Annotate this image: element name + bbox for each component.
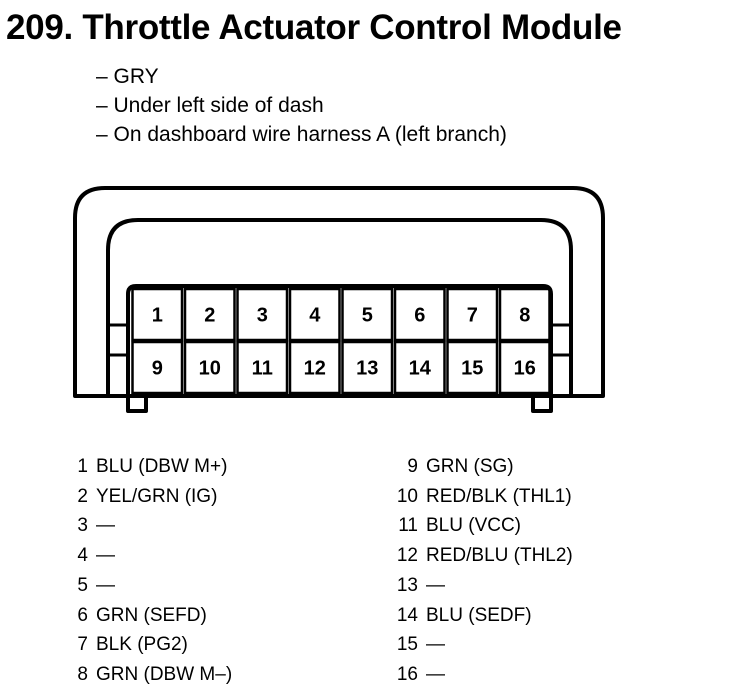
pin-cavity-15 bbox=[446, 340, 499, 395]
pin-cavity-1 bbox=[131, 287, 184, 342]
pin-cavity-6 bbox=[393, 287, 446, 342]
pin-wire-description: — bbox=[96, 515, 115, 537]
pin-cavity-label: 16 bbox=[514, 358, 536, 380]
pin-cavity-3 bbox=[236, 287, 289, 342]
pin-wire-description: RED/BLU (THL2) bbox=[426, 545, 573, 567]
pin-wire-description: RED/BLK (THL1) bbox=[426, 485, 572, 507]
pin-cavity-label: 5 bbox=[362, 305, 373, 327]
pin-row: 3— bbox=[50, 511, 232, 541]
module-title: 209. Throttle Actuator Control Module bbox=[6, 8, 622, 47]
pin-row: 7 BLK (PG2) bbox=[50, 630, 232, 660]
pin-number: 3 bbox=[77, 515, 88, 537]
pin-cavity-8 bbox=[498, 287, 551, 342]
pin-cavity-label: 15 bbox=[461, 358, 483, 380]
pin-row: 6 GRN (SEFD) bbox=[50, 601, 232, 631]
pin-number: 7 bbox=[77, 634, 88, 656]
pin-row: 8 GRN (DBW M–) bbox=[50, 660, 232, 690]
pin-row: 14 BLU (SEDF) bbox=[370, 601, 573, 631]
pin-cavity-9 bbox=[131, 340, 184, 395]
connector-housing bbox=[73, 186, 605, 413]
pin-cavity-7 bbox=[446, 287, 499, 342]
pin-row: 16 — bbox=[370, 660, 573, 690]
pin-cavity-label: 2 bbox=[204, 305, 215, 327]
note-harness: – On dashboard wire harness A (left bran… bbox=[96, 123, 507, 146]
pin-number: 9 bbox=[407, 456, 418, 477]
pin-row: 11 BLU (VCC) bbox=[370, 511, 573, 541]
pin-cavity-13 bbox=[341, 340, 394, 395]
pin-row: 15 — bbox=[370, 630, 573, 660]
pin-wire-description: — bbox=[426, 634, 445, 656]
pin-cavity-label: 8 bbox=[519, 305, 530, 327]
pin-wire-description: BLU (SEDF) bbox=[426, 604, 532, 626]
pin-wire-description: GRN (DBW M–) bbox=[96, 663, 233, 685]
pin-wire-description: — bbox=[426, 663, 445, 685]
pin-number: 5 bbox=[77, 574, 88, 596]
pin-row: 9 GRN (SG) bbox=[370, 452, 573, 482]
pin-cavity-label: 14 bbox=[409, 358, 432, 380]
pin-cavity-label: 13 bbox=[356, 358, 378, 380]
pin-wire-description: — bbox=[426, 574, 445, 596]
pin-cavity-2 bbox=[183, 287, 236, 342]
pin-wire-description: BLK (PG2) bbox=[96, 634, 188, 656]
pin-number: 4 bbox=[77, 545, 88, 567]
pin-row: 2 YEL/GRN (IG) bbox=[50, 482, 232, 512]
pin-number: 8 bbox=[77, 663, 88, 685]
pin-number: 12 bbox=[396, 545, 418, 567]
pin-row: 12 RED/BLU (THL2) bbox=[370, 541, 573, 571]
pin-row: 4— bbox=[50, 541, 232, 571]
pin-cavity-12 bbox=[288, 340, 341, 395]
pin-number: 1 bbox=[77, 456, 88, 477]
pin-number: 6 bbox=[77, 604, 88, 626]
pin-wire-description: GRN (SG) bbox=[426, 456, 514, 477]
pin-wire-description: GRN (SEFD) bbox=[96, 604, 207, 626]
pin-number: 10 bbox=[396, 485, 418, 507]
pin-cavity-label: 12 bbox=[304, 358, 326, 380]
pin-number: 2 bbox=[77, 485, 88, 507]
module-notes: – GRY – Under left side of dash – On das… bbox=[96, 62, 507, 149]
pin-row: 10 RED/BLK (THL1) bbox=[370, 482, 573, 512]
pin-number: 11 bbox=[398, 515, 418, 537]
pin-row: 1 BLU (DBW M+) bbox=[50, 452, 232, 482]
pin-number: 13 bbox=[396, 574, 418, 596]
pin-cavity-label: 1 bbox=[152, 305, 163, 327]
pin-number: 15 bbox=[396, 634, 418, 656]
pin-cavity-10 bbox=[183, 340, 236, 395]
pin-number: 14 bbox=[396, 604, 418, 626]
pin-wire-description: BLU (DBW M+) bbox=[96, 456, 228, 477]
pin-cavity-label: 4 bbox=[309, 305, 321, 327]
pin-cavity-label: 7 bbox=[467, 305, 478, 327]
pin-wire-description: YEL/GRN (IG) bbox=[96, 485, 218, 507]
pin-cavity-4 bbox=[288, 287, 341, 342]
pin-cavity-label: 3 bbox=[257, 305, 268, 327]
note-location: – Under left side of dash bbox=[96, 94, 324, 117]
pin-number: 16 bbox=[396, 663, 418, 685]
pin-cavity-label: 6 bbox=[414, 305, 425, 327]
pin-cavity-14 bbox=[393, 340, 446, 395]
note-color: – GRY bbox=[96, 65, 159, 88]
pin-wire-description: — bbox=[96, 545, 115, 567]
pin-cavity-11 bbox=[236, 340, 289, 395]
pin-wire-description: BLU (VCC) bbox=[426, 515, 522, 537]
pin-list-right: 9 GRN (SG) 10 RED/BLK (THL1) 11 BLU (VCC) 12 RE… bbox=[370, 452, 573, 690]
pin-row: 13 — bbox=[370, 571, 573, 601]
pin-cavity-label: 11 bbox=[252, 358, 273, 380]
pin-cavity-16 bbox=[498, 340, 551, 395]
pin-cavity-5 bbox=[341, 287, 394, 342]
pin-cavity-label: 10 bbox=[199, 358, 221, 380]
pin-row: 5— bbox=[50, 571, 232, 601]
pin-cavity-label: 9 bbox=[152, 358, 163, 380]
pin-wire-description: — bbox=[96, 574, 115, 596]
